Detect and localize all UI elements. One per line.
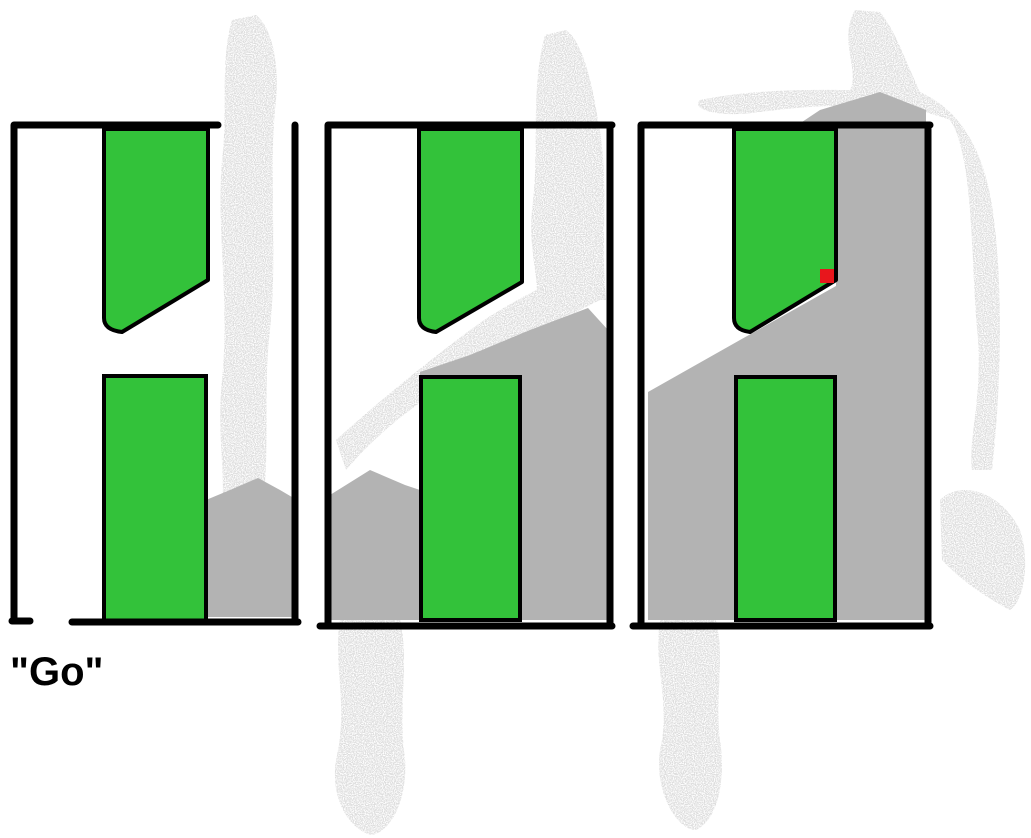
frame-3-red-marker [820,269,834,283]
frame-1-shadow [206,478,297,617]
frame-2-upper-cell [419,129,522,332]
frame-3-lower-cell [736,377,835,620]
frame-2-lower-cell [421,377,520,620]
caption-text: "Go" [10,652,103,692]
frame-1-lower-cell [104,376,206,621]
frame-3 [633,92,930,626]
frame-1-upper-cell-shape [104,129,208,332]
